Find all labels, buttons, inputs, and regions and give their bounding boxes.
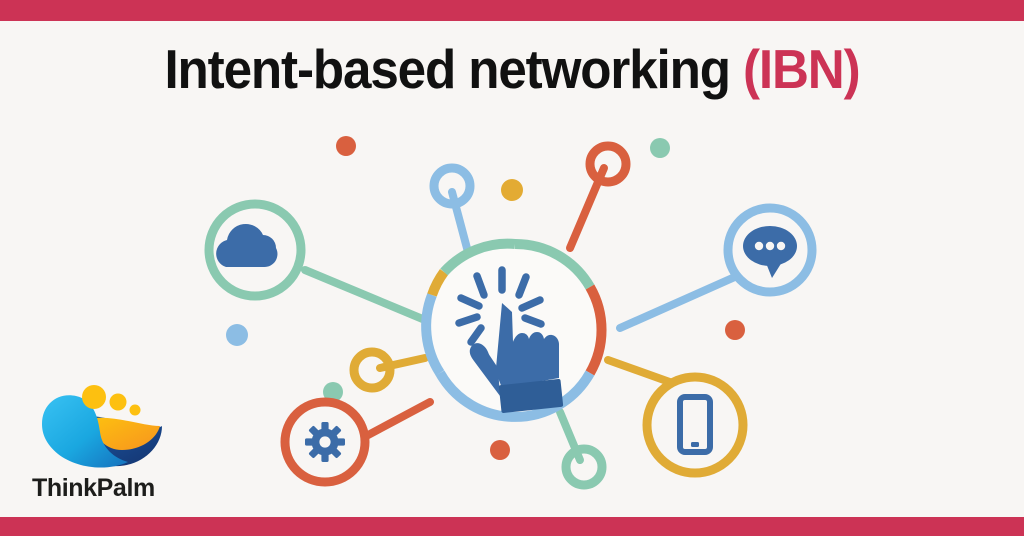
gear-icon bbox=[305, 422, 345, 462]
logo-cyan-leaf bbox=[42, 395, 128, 468]
endpoint-node-top-left[interactable] bbox=[429, 163, 475, 209]
page-title-main: Intent-based networking bbox=[164, 38, 743, 100]
endpoint-node-bottom[interactable] bbox=[561, 444, 607, 490]
logo-dot-medium bbox=[109, 393, 127, 411]
logo-dot-small bbox=[129, 404, 141, 416]
logo-dot-large bbox=[82, 385, 106, 409]
ibn-network-diagram bbox=[180, 120, 840, 500]
top-accent-bar bbox=[0, 0, 1024, 21]
connector-cloud bbox=[301, 266, 429, 324]
endpoint-node-top-right[interactable] bbox=[585, 141, 631, 187]
dot-red-right bbox=[725, 320, 745, 340]
thinkpalm-logo[interactable]: ThinkPalm bbox=[28, 382, 188, 512]
connector-chat bbox=[616, 268, 750, 332]
endpoint-node-left[interactable] bbox=[349, 347, 395, 393]
dot-teal-lower-left bbox=[323, 382, 343, 402]
center-ring-segments bbox=[421, 238, 607, 422]
cloud-icon bbox=[216, 223, 278, 268]
diagram-dots bbox=[226, 136, 745, 460]
dot-blue-left bbox=[226, 324, 248, 346]
chat-node[interactable] bbox=[723, 203, 817, 297]
dot-teal-top-right bbox=[650, 138, 670, 158]
phone-node[interactable] bbox=[642, 372, 748, 478]
thinkpalm-logo-mark bbox=[36, 382, 166, 474]
dot-red-top-left bbox=[336, 136, 356, 156]
bottom-accent-bar bbox=[0, 517, 1024, 536]
logo-orange-wedge bbox=[92, 417, 160, 450]
dot-yellow-top bbox=[501, 179, 523, 201]
chat-bubble-icon bbox=[743, 226, 797, 278]
cloud-node[interactable] bbox=[204, 199, 306, 301]
dot-red-bottom bbox=[490, 440, 510, 460]
gear-node[interactable] bbox=[280, 397, 370, 487]
smartphone-icon bbox=[677, 394, 713, 455]
center-click-hand-node[interactable] bbox=[421, 238, 607, 422]
thinkpalm-wordmark: ThinkPalm bbox=[32, 474, 155, 502]
page-title: Intent-based networking (IBN) bbox=[36, 38, 988, 100]
page-title-accent: (IBN) bbox=[742, 38, 861, 100]
pointing-hand-click-icon bbox=[455, 266, 564, 413]
